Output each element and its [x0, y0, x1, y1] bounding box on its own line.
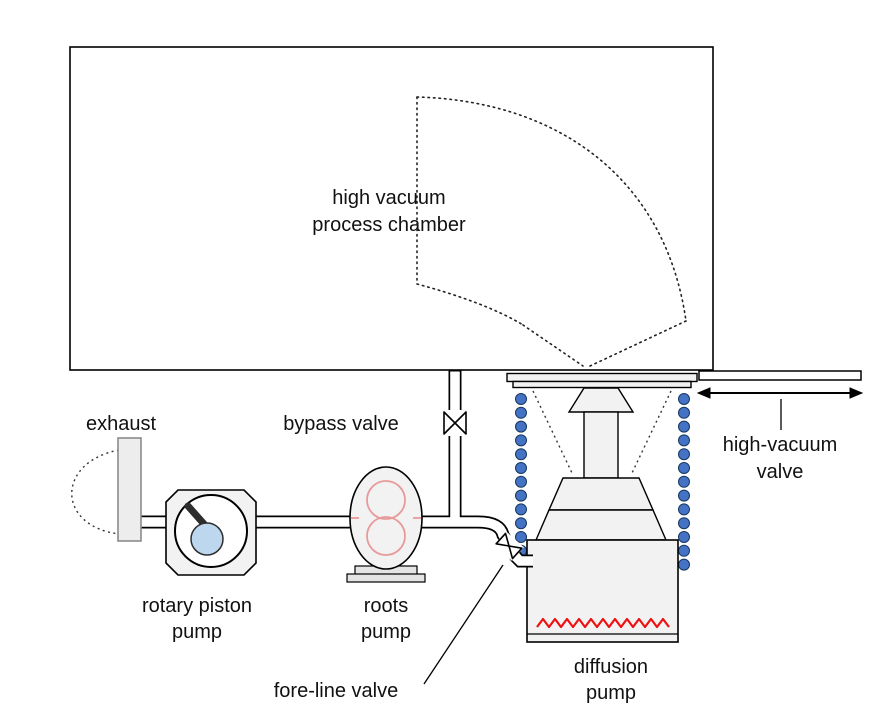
exhaust-stack: [117, 437, 142, 542]
cooling-coils: [515, 393, 690, 571]
rotary-piston-pump: [165, 489, 257, 576]
heater-element: [536, 617, 670, 629]
gate-plate: [698, 370, 862, 381]
diffusion-pump-label-line2: pump: [586, 682, 636, 704]
roots-pump-label-line2: pump: [361, 621, 411, 643]
fore-line-valve-symbol: [494, 531, 524, 561]
rotary-pump-label-line2: pump: [172, 621, 222, 643]
diffusion-pump-cone-outline: [532, 390, 672, 474]
piston: [190, 522, 224, 556]
exhaust-label: exhaust: [86, 413, 156, 435]
labels: exhaust bypass valve high-vacuum valve r…: [86, 413, 837, 704]
fore-line-valve-label: fore-line valve: [274, 680, 399, 702]
rotary-pump-label-line1: rotary piston: [142, 595, 252, 617]
slide-arrow-icon: [696, 387, 864, 399]
diffusion-pump: [506, 372, 698, 643]
high-vacuum-valve-label-line1: high-vacuum: [723, 434, 838, 456]
high-vacuum-valve-label-line2: valve: [757, 461, 804, 483]
chamber-label-line2: process chamber: [312, 214, 466, 236]
exhaust-port: [71, 437, 142, 542]
roots-lobes: [351, 480, 421, 556]
roots-housing: [349, 466, 423, 570]
roots-pump-label-line1: roots: [364, 595, 408, 617]
roots-pump: [346, 466, 426, 583]
diffusion-pump-label-line1: diffusion: [574, 656, 648, 678]
diffusion-pump-jet-stack: [534, 387, 668, 541]
bypass-valve-label: bypass valve: [283, 413, 399, 435]
fore-line-valve-pointer: [423, 564, 504, 685]
process-chamber: high vacuum process chamber: [69, 46, 714, 371]
chamber-label-line1: high vacuum: [332, 187, 445, 209]
diffusion-pump-flange: [506, 372, 698, 389]
gas-flow-arrow-icon: [416, 96, 687, 367]
high-vacuum-valve-symbol: [696, 370, 864, 430]
bypass-valve-symbol: [443, 410, 467, 436]
diffusion-pump-body: [526, 539, 679, 643]
roots-base: [346, 573, 426, 583]
exhaust-plume: [71, 449, 120, 535]
